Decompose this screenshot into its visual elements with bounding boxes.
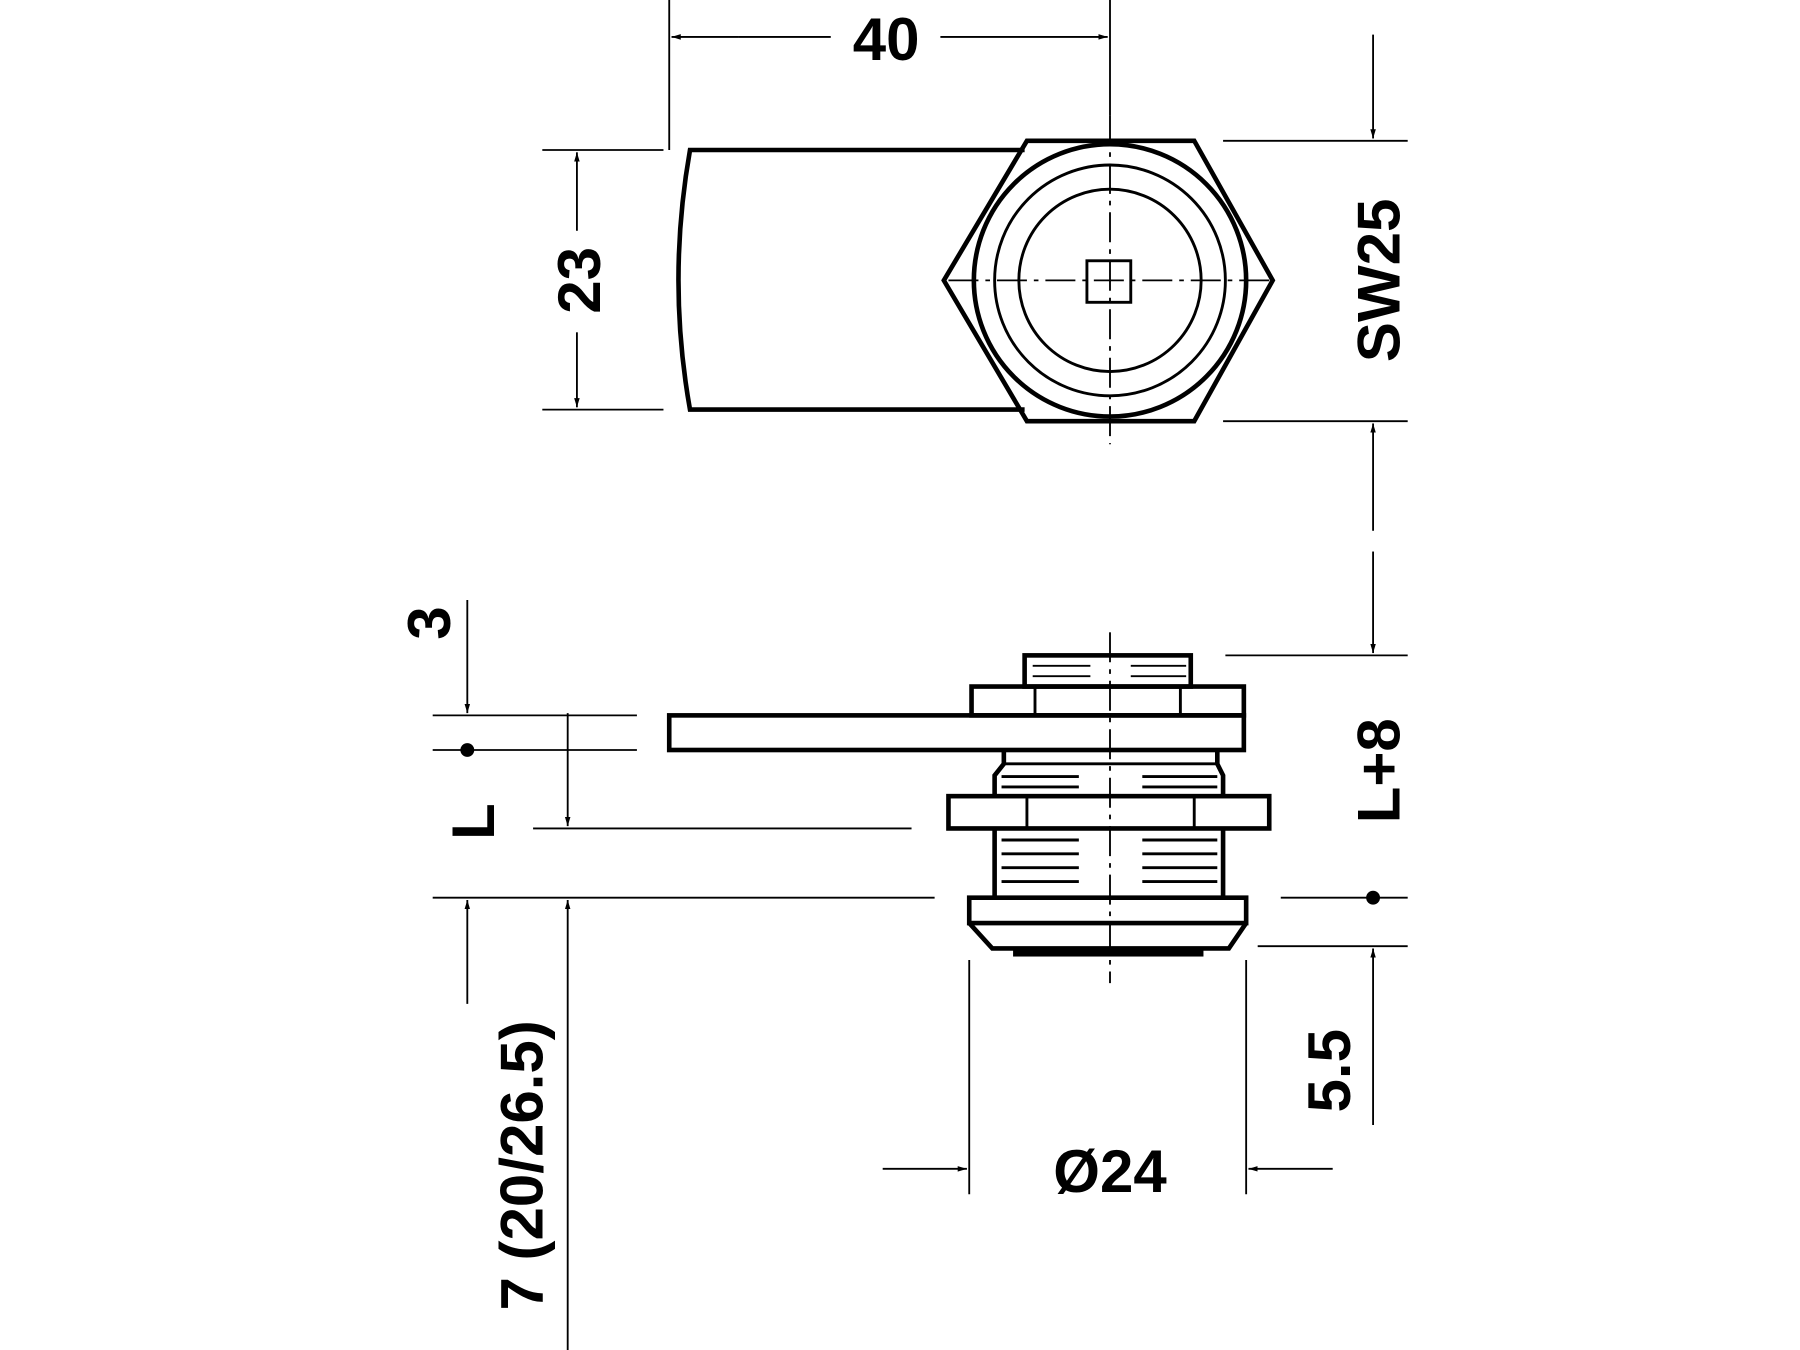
dim-diameter-label: Ø24 — [1053, 1138, 1167, 1205]
side-view — [666, 632, 1272, 984]
dim-l: L — [440, 713, 912, 840]
dim-sw25-label: SW25 — [1346, 199, 1413, 362]
dim-3-label: 3 — [396, 606, 463, 639]
dim-40-label: 40 — [853, 6, 920, 73]
lower-nut — [946, 793, 1272, 831]
square-key-slot — [1085, 259, 1133, 304]
neck — [992, 749, 1226, 797]
dim-l-label: L — [440, 803, 507, 840]
flange-chamfer — [967, 921, 1249, 951]
face-plate — [1013, 948, 1204, 957]
dim-40: 40 — [668, 0, 1111, 150]
dim-5-5: 5.5 — [1257, 945, 1408, 1125]
cam-body-outline — [676, 147, 1025, 412]
hex-nut-outline — [941, 138, 1276, 424]
dim-l-plus-8-label: L+8 — [1346, 718, 1413, 823]
dim-23: 23 — [542, 149, 664, 411]
upper-nut — [969, 684, 1247, 718]
top-cap — [1022, 653, 1194, 689]
dim-l-plus-8: L+8 — [1225, 551, 1413, 905]
cam-bar — [666, 713, 1247, 753]
dim-panel-thickness: 7 (20/26.5) — [432, 896, 935, 1350]
top-view — [676, 115, 1276, 445]
dim-sw25: SW25 — [1223, 34, 1413, 531]
dim-diameter: Ø24 — [882, 959, 1333, 1205]
dim-3: 3 — [396, 600, 637, 757]
dim-panel-thickness-label: 7 (20/26.5) — [488, 1020, 555, 1310]
threaded-body — [992, 828, 1226, 898]
dim-5-5-label: 5.5 — [1296, 1029, 1363, 1112]
flange — [966, 895, 1249, 926]
dim-23-label: 23 — [546, 247, 613, 314]
